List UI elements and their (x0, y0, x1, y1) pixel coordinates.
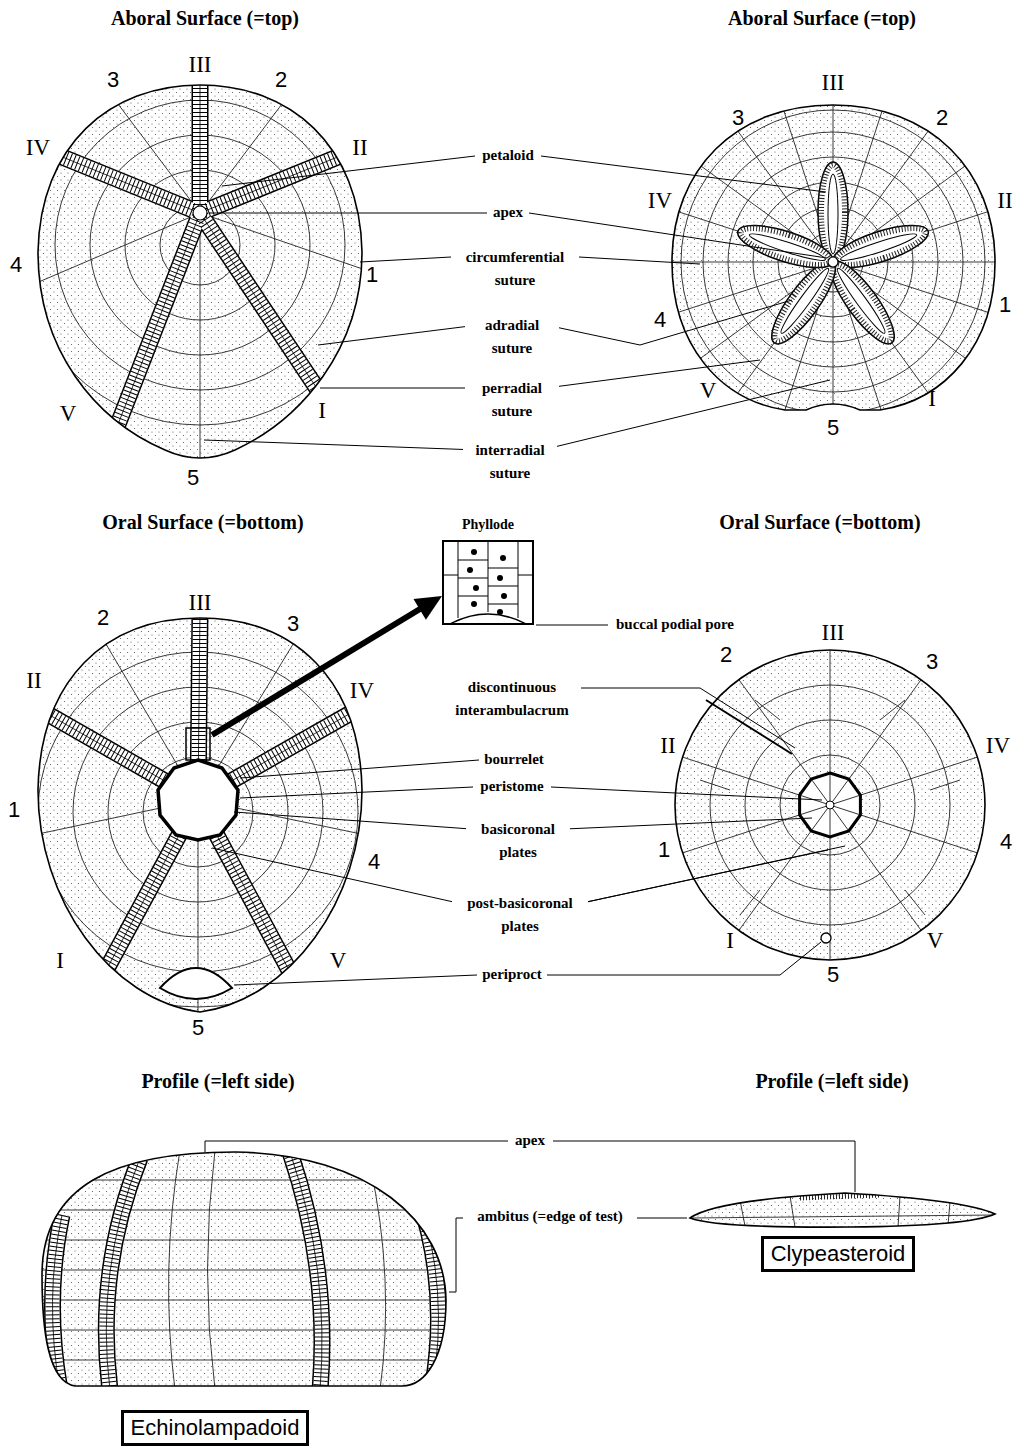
phyllode-detail (444, 542, 532, 624)
aboral-echinolampadoid (0, 30, 415, 470)
panel-title: Oral Surface (=bottom) (102, 511, 303, 534)
ambulacrum-numeral: III (822, 71, 845, 94)
callout-number: 3 (732, 107, 744, 129)
callout-number: 5 (192, 1017, 204, 1039)
ambulacrum-numeral: II (26, 669, 41, 692)
callout-number: 3 (287, 613, 299, 635)
part-label: adradial suture (465, 314, 559, 361)
part-label: interradial suture (463, 439, 557, 486)
ambulacrum-numeral: IV (26, 136, 50, 159)
part-label: buccal podial pore (614, 613, 736, 636)
part-label: petaloid (480, 144, 536, 167)
pointer-arrow (212, 596, 442, 735)
group-label-box: Echinolampadoid (121, 1410, 310, 1446)
part-label: basicoronal plates (466, 818, 570, 865)
part-label: discontinuous interambulacrum (444, 676, 580, 723)
part-label: post-basicoronal plates (452, 892, 588, 939)
callout-number: 1 (658, 839, 670, 861)
part-label: peristome (478, 775, 545, 798)
ambulacrum-numeral: V (927, 929, 944, 952)
callout-number: 4 (368, 851, 380, 873)
callout-number: 3 (107, 69, 119, 91)
part-label: perradial suture (465, 377, 559, 424)
ambulacrum-numeral: I (726, 929, 734, 952)
callout-number: 4 (10, 254, 22, 276)
ambulacrum-numeral: III (189, 591, 212, 614)
part-label: circumferential suture (453, 246, 577, 293)
inset-heading: Phyllode (462, 517, 514, 533)
ambulacrum-numeral: V (700, 379, 717, 402)
ambulacrum-numeral: V (60, 402, 77, 425)
panel-title: Profile (=left side) (755, 1070, 908, 1093)
ambulacrum-numeral: IV (986, 734, 1010, 757)
panel-title: Aboral Surface (=top) (728, 7, 916, 30)
group-name: Echinolampadoid (131, 1415, 300, 1441)
panel-title: Profile (=left side) (141, 1070, 294, 1093)
detail-inset: Phyllode (442, 540, 534, 625)
callout-number: 1 (999, 294, 1011, 316)
part-label: bourrelet (482, 748, 546, 771)
ambulacrum-numeral: I (928, 387, 936, 410)
callout-number: 5 (187, 467, 199, 489)
group-name: Clypeasteroid (771, 1241, 906, 1267)
leader-lines (204, 156, 830, 450)
part-label: periproct (480, 963, 544, 986)
callout-number: 3 (926, 651, 938, 673)
part-label: ambitus (=edge of test) (475, 1205, 625, 1228)
profile-clypeasteroid (685, 1188, 1000, 1233)
group-label-box: Clypeasteroid (761, 1236, 916, 1272)
oral-echinolampadoid (3, 600, 393, 1030)
ambulacrum-numeral: IV (350, 679, 374, 702)
callout-number: 4 (1000, 831, 1012, 853)
aboral-clypeasteroid (633, 62, 1020, 462)
ambulacrum-numeral: III (822, 621, 845, 644)
leader-lines (205, 1141, 855, 1292)
part-label: apex (491, 201, 525, 224)
callout-number: 1 (366, 264, 378, 286)
part-label: apex (513, 1129, 547, 1152)
callout-number: 1 (8, 799, 20, 821)
panel-title: Aboral Surface (=top) (111, 7, 299, 30)
callout-number: 2 (720, 644, 732, 666)
ambulacrum-numeral: III (189, 53, 212, 76)
callout-number: 2 (97, 607, 109, 629)
callout-number: 5 (827, 417, 839, 439)
oral-clypeasteroid (640, 605, 1020, 1005)
ambulacrum-numeral: V (330, 949, 347, 972)
ambulacrum-numeral: II (660, 734, 675, 757)
callout-number: 4 (654, 309, 666, 331)
ambulacrum-numeral: II (352, 136, 367, 159)
callout-number: 2 (275, 69, 287, 91)
leader-lines (212, 625, 845, 985)
panel-title: Oral Surface (=bottom) (719, 511, 920, 534)
ambulacrum-numeral: IV (648, 189, 672, 212)
callout-number: 2 (936, 107, 948, 129)
profile-echinolampadoid (30, 1145, 460, 1395)
callout-number: 5 (827, 964, 839, 986)
ambulacrum-numeral: I (56, 949, 64, 972)
ambulacrum-numeral: II (997, 189, 1012, 212)
ambulacrum-numeral: I (318, 399, 326, 422)
